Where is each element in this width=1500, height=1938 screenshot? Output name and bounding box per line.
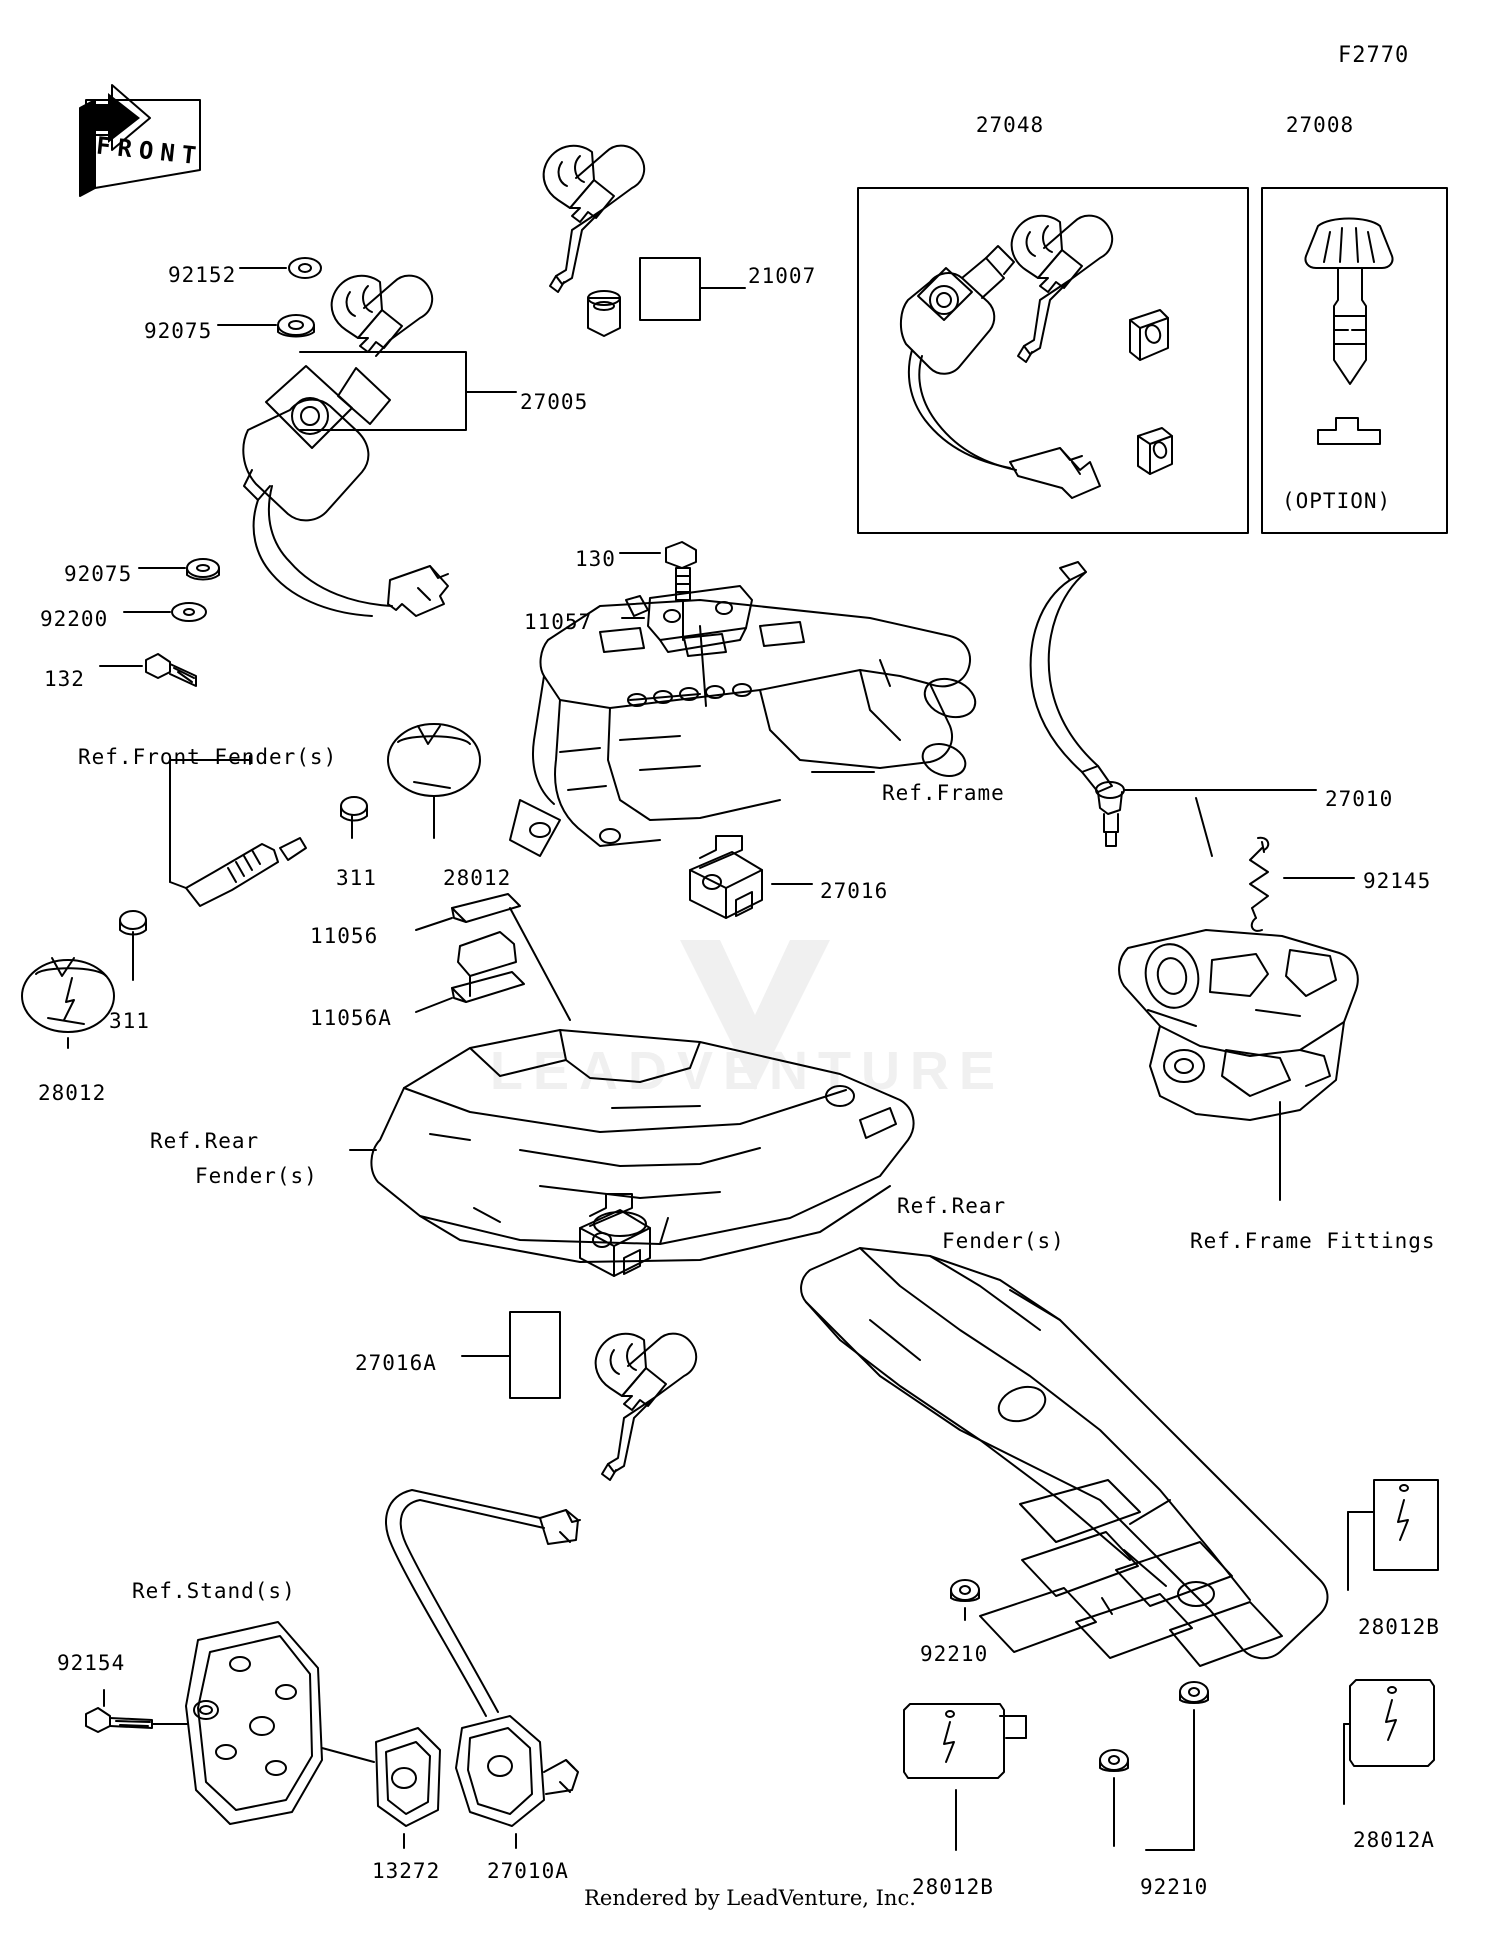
- rotor-key-21007: [542, 144, 646, 293]
- option-key: [1304, 217, 1394, 445]
- part-label: 27048: [975, 113, 1045, 137]
- part-label: 11056A: [310, 1006, 392, 1030]
- part-label: 27016: [820, 879, 889, 903]
- part-label: 92145: [1363, 869, 1432, 893]
- reflector-stem-left: [185, 837, 307, 907]
- reflector-28012A: [1349, 1679, 1435, 1767]
- part-label: 132: [44, 667, 85, 691]
- part-label: 11056: [310, 924, 379, 948]
- part-label: 27010: [1325, 787, 1394, 811]
- part-label: 28012: [443, 866, 512, 890]
- lock-cylinder-small-2: [1137, 427, 1173, 475]
- ref-frame-fittings-part: [1118, 929, 1359, 1121]
- bracket-11056: [451, 893, 521, 923]
- bracket-11057: [647, 585, 753, 653]
- part-label: 92210: [920, 1642, 989, 1666]
- watermark-v-mark: [680, 940, 830, 1090]
- diagram-id: F2770: [1338, 43, 1410, 68]
- front-arrow-icon: [79, 84, 201, 197]
- bolt-92154: [85, 1707, 153, 1733]
- part-label: 21007: [748, 264, 817, 288]
- ignition-key-set: [1010, 214, 1114, 363]
- cap-21007: [587, 290, 621, 337]
- key-27016A: [594, 1332, 698, 1481]
- part-label: 27016A: [355, 1351, 437, 1375]
- reflector-28012B-right: [1373, 1479, 1439, 1571]
- lock-cylinder-small-1: [1129, 309, 1169, 361]
- part-label: 311: [336, 866, 377, 890]
- part-label: 28012A: [1353, 1828, 1435, 1852]
- part-label: 130: [575, 547, 616, 571]
- part-label: 27010A: [487, 1859, 569, 1883]
- ref-rear-fender-part: [370, 1029, 915, 1263]
- washer-92152: [288, 257, 322, 279]
- ignition-switch-27005: [242, 274, 449, 617]
- part-label: 92075: [64, 562, 133, 586]
- bolt-132: [145, 653, 197, 687]
- damper-92075-bottom: [186, 558, 220, 581]
- washer-92210-a: [950, 1579, 980, 1602]
- part-label: Ref.Frame: [882, 781, 1005, 805]
- washer-92200: [171, 602, 207, 622]
- part-label: 28012B: [1358, 1615, 1440, 1639]
- part-label: Fender(s): [942, 1229, 1065, 1253]
- part-label: 92200: [40, 607, 109, 631]
- switch-27016: [689, 835, 763, 919]
- bracket-11056A: [451, 931, 525, 1003]
- nut-311-left: [119, 910, 147, 936]
- part-label: 11057: [524, 610, 593, 634]
- plate-13272: [375, 1727, 441, 1827]
- option-label: (OPTION): [1282, 489, 1392, 513]
- washer-92210-c: [1099, 1749, 1129, 1772]
- part-label: 311: [109, 1009, 150, 1033]
- part-label: Ref.Rear: [150, 1129, 260, 1153]
- ref-frame-part: [509, 595, 977, 857]
- spring-92145: [1249, 836, 1270, 932]
- switch-27010A: [455, 1715, 579, 1827]
- washer-92210-b: [1179, 1681, 1209, 1704]
- part-label: 92154: [57, 1651, 126, 1675]
- ref-stand-bracket: [185, 1621, 323, 1825]
- part-label: 28012B: [912, 1875, 994, 1899]
- part-label: 13272: [372, 1859, 441, 1883]
- reflector-28012-left: [21, 957, 115, 1033]
- cable-27010: [1029, 561, 1125, 847]
- nut-311-right: [340, 796, 368, 822]
- license-bracket-assembly: [800, 1247, 1329, 1667]
- part-label: 27008: [1285, 113, 1355, 137]
- part-label: Ref.Stand(s): [132, 1579, 296, 1603]
- part-label: 28012: [38, 1081, 107, 1105]
- damper-92075-top: [277, 314, 315, 338]
- part-label: Ref.Frame Fittings: [1190, 1229, 1436, 1253]
- watermark-logo: [640, 930, 870, 1113]
- footer-credit: Rendered by LeadVenture, Inc.: [584, 1886, 916, 1910]
- part-label: Ref.Front Fender(s): [78, 745, 338, 769]
- part-label: 92075: [144, 319, 213, 343]
- part-label: 27005: [520, 390, 589, 414]
- bolt-130: [665, 541, 697, 601]
- ignition-switch-assembly: [900, 245, 1101, 499]
- part-label: 92152: [168, 263, 237, 287]
- part-label: Ref.Rear: [897, 1194, 1007, 1218]
- reflector-28012B-left: [903, 1703, 1005, 1779]
- part-label: 92210: [1140, 1875, 1209, 1899]
- switch-27016A: [579, 1193, 651, 1277]
- part-label: Fender(s): [195, 1164, 318, 1188]
- reflector-28012-right: [387, 723, 481, 797]
